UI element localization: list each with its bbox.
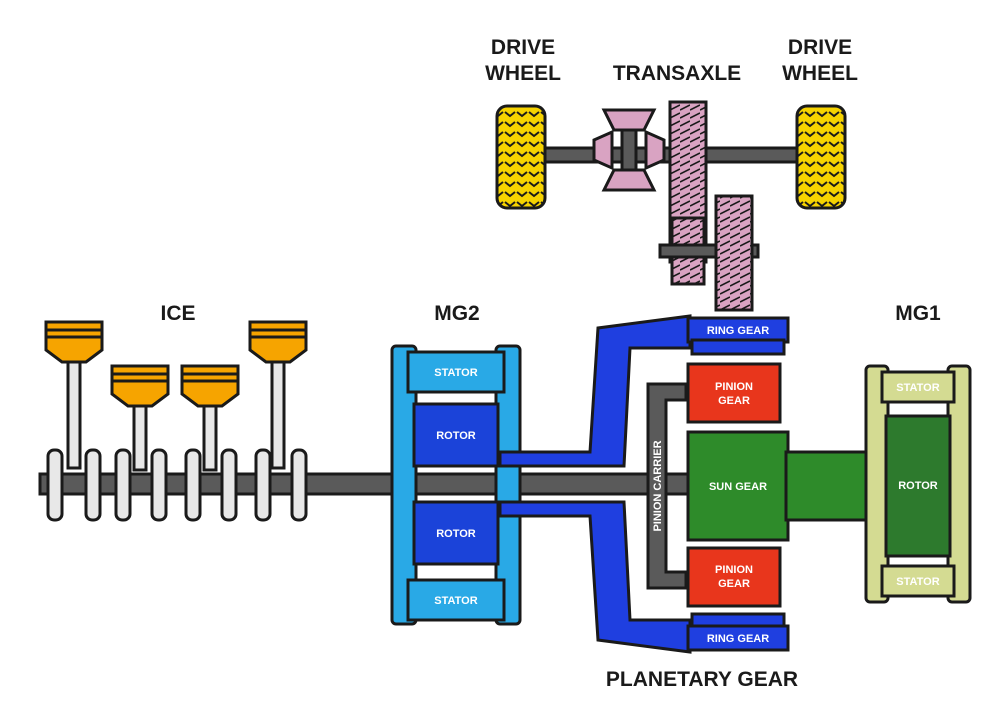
main-shaft <box>38 472 692 496</box>
piston-4 <box>248 320 308 470</box>
mg2-rotor-bottom <box>412 500 500 566</box>
counter-gear-large <box>714 194 754 312</box>
drive-wheel-right <box>795 104 847 210</box>
mg2-rotor-bottom-label: ROTOR <box>436 528 476 540</box>
ring-gear-top-lip <box>690 338 786 356</box>
drive-wheel-right-label-line1: DRIVE <box>788 36 852 59</box>
sun-gear <box>686 430 790 542</box>
mg1-motor <box>864 364 972 604</box>
wheel-axle-assembly <box>495 100 847 312</box>
mg2-label: MG2 <box>434 302 480 325</box>
ring-gear-top <box>686 316 790 344</box>
mg1-rotor-label: ROTOR <box>898 480 938 492</box>
piston-2 <box>110 364 170 472</box>
drive-wheel-left <box>495 104 547 210</box>
pinion-bottom-label-line2: GEAR <box>718 578 750 590</box>
mg2-outer-left <box>390 344 418 626</box>
drive-wheel-right-label-line2: WHEEL <box>782 62 858 85</box>
mg2-motor <box>390 344 522 626</box>
mg1-stator-bottom <box>880 564 956 598</box>
engine-ice <box>44 320 308 522</box>
sun-gear-label: SUN GEAR <box>709 481 767 493</box>
ice-label: ICE <box>160 302 195 325</box>
mg2-stator-top-label: STATOR <box>434 367 477 379</box>
mg1-stator-bottom-label: STATOR <box>896 576 939 588</box>
pinion-top-label-line2: GEAR <box>718 395 750 407</box>
pinion-gear-bottom <box>686 546 782 608</box>
pinion-top-label-line1: PINION <box>715 381 753 393</box>
crankshaft-webs <box>46 448 308 522</box>
mg2-stator-top <box>406 350 506 394</box>
mg2-outer-right <box>494 344 522 626</box>
sun-gear-shaft <box>784 450 878 522</box>
drive-wheel-left-label-line2: WHEEL <box>485 62 561 85</box>
ring-gear-top-label: RING GEAR <box>707 325 769 337</box>
mg2-stator-bottom <box>406 578 506 622</box>
transaxle-label: TRANSAXLE <box>613 62 741 85</box>
mg1-rotor <box>884 414 952 558</box>
ring-gear-upper-arm <box>498 314 692 468</box>
pinion-bottom-label-line1: PINION <box>715 564 753 576</box>
ring-gear-bottom <box>686 624 790 652</box>
piston-1 <box>44 320 104 470</box>
drive-wheel-left-label-line1: DRIVE <box>491 36 555 59</box>
pinion-carrier <box>646 382 688 590</box>
mg2-rotor-top-label: ROTOR <box>436 430 476 442</box>
mg2-stator-bottom-label: STATOR <box>434 595 477 607</box>
mg1-label: MG1 <box>895 302 941 325</box>
pinion-gear-top <box>686 362 782 424</box>
ring-gear-housing <box>498 314 790 654</box>
mg1-stator-top-label: STATOR <box>896 382 939 394</box>
mg1-stator-top <box>880 370 956 404</box>
pinion-carrier-label: PINION CARRIER <box>652 440 664 531</box>
ring-gear-bottom-label: RING GEAR <box>707 633 769 645</box>
planetary-gear-label: PLANETARY GEAR <box>606 668 798 691</box>
differential <box>592 108 666 192</box>
piston-3 <box>180 364 240 472</box>
ring-gear-lower-arm <box>498 500 692 654</box>
mg2-rotor-top <box>412 402 500 468</box>
